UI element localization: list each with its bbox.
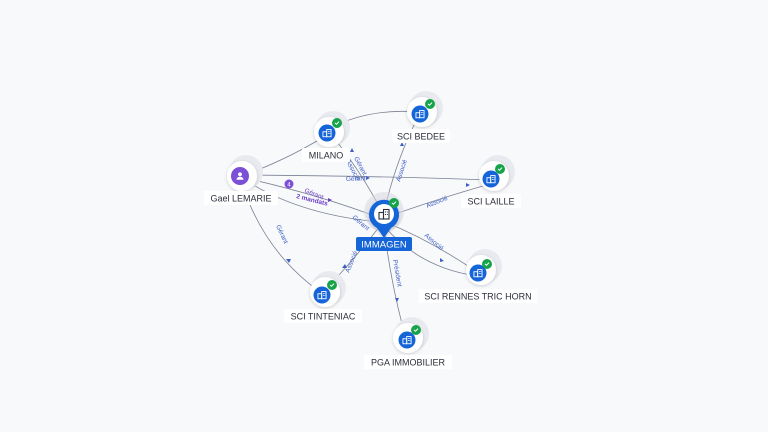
verified-badge (389, 198, 399, 208)
verified-badge (332, 118, 342, 128)
node-label-bg (302, 148, 350, 162)
node-milano[interactable]: MILANO (302, 111, 350, 162)
edge-label-sci-tinteniac-associe: Associé (344, 250, 359, 274)
edge-arrow (328, 198, 332, 202)
node-label: MILANO (309, 151, 344, 161)
node-label: Gael LEMARIE (210, 194, 271, 204)
verified-badge (482, 259, 492, 269)
center-label-bg (356, 237, 412, 251)
node-label: SCI RENNES TRIC HORN (424, 292, 531, 302)
node-label-bg (364, 355, 452, 369)
edge-arrow (466, 183, 470, 187)
edge-label-sci-bedee-associe: Associé (395, 158, 409, 182)
edge-label-gael-milano-gerant: Gérant (346, 175, 366, 183)
edge-label-tinteniac-gerant: Gérant (274, 224, 289, 245)
edge-arrow (366, 176, 370, 180)
building-icon (378, 208, 390, 220)
node-pga-immobilier[interactable]: PGA IMMOBILIER (364, 317, 452, 369)
edge-arrow (400, 142, 404, 146)
node-label-bg (284, 309, 362, 323)
node-label: SCI TINTENIAC (291, 312, 356, 322)
edge-arrow (342, 264, 347, 268)
edge-gael-immagen-2 (244, 179, 381, 223)
edge-label-pga-president: Président (391, 259, 403, 287)
verified-badge (411, 325, 421, 335)
node-immagen-center[interactable]: IMMAGEN (356, 192, 412, 251)
node-sci-bedee[interactable]: SCI BEDEE (392, 91, 450, 143)
edge-arrow (350, 148, 354, 152)
verified-badge (425, 99, 435, 109)
edge-arrow (440, 258, 444, 262)
node-label: SCI BEDEE (397, 132, 445, 142)
edge-arrow (395, 298, 399, 302)
node-label: PGA IMMOBILIER (371, 358, 446, 368)
node-label-bg (204, 191, 278, 205)
edge-label-sci-laille-associe: Associé (425, 195, 449, 210)
node-sci-rennes-tric-horn[interactable]: SCI RENNES TRIC HORN (419, 249, 537, 303)
center-label: IMMAGEN (361, 240, 407, 251)
node-label: SCI LAILLE (467, 197, 514, 207)
edge-gael-sci-laille (244, 174, 491, 181)
node-sci-tinteniac[interactable]: SCI TINTENIAC (284, 271, 362, 323)
node-gael-lemarie[interactable]: 4 Gael LEMARIE (204, 155, 294, 205)
edge-immagen-sci-rennes-2 (383, 225, 478, 277)
edge-arrow (286, 259, 291, 263)
edge-label-sci-rennes-associe: Associé (423, 232, 445, 252)
node-label-bg (461, 194, 521, 208)
verified-badge (327, 280, 337, 290)
verified-badge (495, 164, 505, 174)
mandate-count: 4 (287, 183, 291, 189)
node-sci-laille[interactable]: SCI LAILLE (461, 155, 521, 208)
node-label-bg (419, 289, 537, 303)
mandate-count-badge (284, 179, 294, 189)
node-label-bg (392, 129, 450, 143)
